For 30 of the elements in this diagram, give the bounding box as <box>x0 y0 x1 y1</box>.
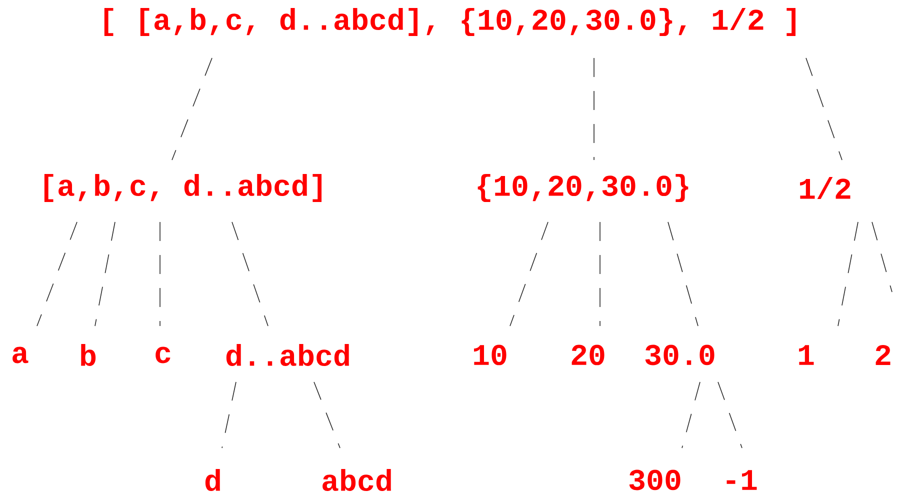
node-label: c <box>156 346 170 364</box>
branch-line <box>872 222 892 292</box>
branch-line <box>718 382 742 448</box>
branch-line <box>314 382 340 448</box>
node-label: 30.0 <box>645 344 714 366</box>
node-label: b <box>81 344 96 366</box>
branch-line <box>668 222 698 326</box>
branch-line <box>222 382 236 448</box>
branch-line <box>94 222 116 326</box>
node-label: a <box>12 346 28 364</box>
node-label: [a,b,c, d..abcd] <box>44 174 322 202</box>
node-label: 1 <box>799 345 814 365</box>
branch-line <box>172 58 212 160</box>
node-label: 20 <box>572 344 604 366</box>
node-label: [ [a,b,c, d..abcd], {10,20,30.0}, 1/2 ] <box>104 8 796 36</box>
branch-line <box>806 58 842 160</box>
node-label: d..abcd <box>226 344 349 366</box>
node-label: 2 <box>876 344 890 366</box>
node-label: abcd <box>322 468 391 492</box>
branch-line <box>232 222 268 326</box>
node-label: 10 <box>474 344 506 366</box>
node-label: 300 <box>629 470 680 490</box>
branch-line <box>510 222 548 326</box>
branch-line <box>682 382 700 448</box>
node-label: -1 <box>726 470 757 490</box>
branch-line <box>36 222 78 326</box>
node-label: d <box>205 468 220 492</box>
node-label: 1/2 <box>800 176 850 200</box>
node-label: {10,20,30.0} <box>478 174 688 202</box>
branch-line <box>838 222 858 326</box>
